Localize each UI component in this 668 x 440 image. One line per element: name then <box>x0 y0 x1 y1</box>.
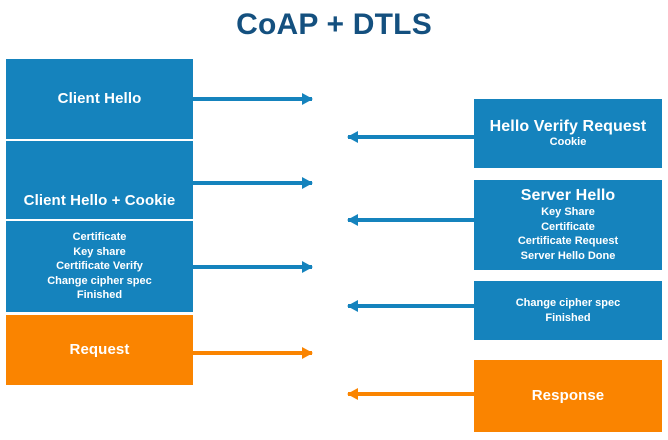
server-change-cipher-line-2: Finished <box>545 311 591 324</box>
arrow-head <box>347 388 358 400</box>
arrow-stem <box>348 135 474 139</box>
arrow-stem <box>193 97 312 101</box>
arrow-stem <box>348 218 474 222</box>
client-hello-box: Client Hello <box>6 59 193 139</box>
client-flight-line-3: Certificate Verify <box>56 260 143 273</box>
server-hello-line-4: Server Hello Done <box>520 249 616 262</box>
arrow-head <box>302 261 313 273</box>
page-title: CoAP + DTLS <box>236 8 432 41</box>
hello-verify-cookie-label: Cookie <box>549 135 587 148</box>
client-hello-cookie-label: Client Hello + Cookie <box>23 191 176 209</box>
client-flight-line-5: Finished <box>76 289 123 302</box>
arrow-stem <box>348 392 474 396</box>
server-hello-box: Server Hello Key Share Certificate Certi… <box>474 180 662 270</box>
server-response-label: Response <box>531 387 605 405</box>
arrow-stem <box>193 351 312 355</box>
arrow-head <box>347 214 358 226</box>
client-request-label: Request <box>69 341 130 359</box>
arrow-stem <box>348 304 474 308</box>
client-flight-line-4: Change cipher spec <box>47 274 152 287</box>
arrow-head <box>347 300 358 312</box>
hello-verify-request-label: Hello Verify Request <box>489 117 647 135</box>
client-request-box: Request <box>6 315 193 385</box>
client-flight-line-1: Certificate <box>72 231 127 244</box>
server-change-cipher-line-1: Change cipher spec <box>515 296 621 309</box>
server-change-cipher-box: Change cipher spec Finished <box>474 281 662 340</box>
arrow-head <box>302 93 313 105</box>
arrow-head <box>302 177 313 189</box>
server-hello-label: Server Hello <box>520 186 616 204</box>
hello-verify-request-box: Hello Verify Request Cookie <box>474 99 662 168</box>
server-response-box: Response <box>474 360 662 432</box>
server-hello-line-2: Certificate <box>541 220 595 233</box>
arrow-stem <box>193 181 312 185</box>
arrow-head <box>302 347 313 359</box>
client-flight-line-2: Key share <box>73 245 126 258</box>
arrow-stem <box>193 265 312 269</box>
client-hello-label: Client Hello <box>57 90 142 108</box>
client-hello-cookie-box: Client Hello + Cookie <box>6 141 193 219</box>
server-hello-line-3: Certificate Request <box>517 235 619 248</box>
client-certificate-flight-box: Certificate Key share Certificate Verify… <box>6 221 193 312</box>
server-hello-line-1: Key Share <box>541 206 595 219</box>
arrow-head <box>347 131 358 143</box>
